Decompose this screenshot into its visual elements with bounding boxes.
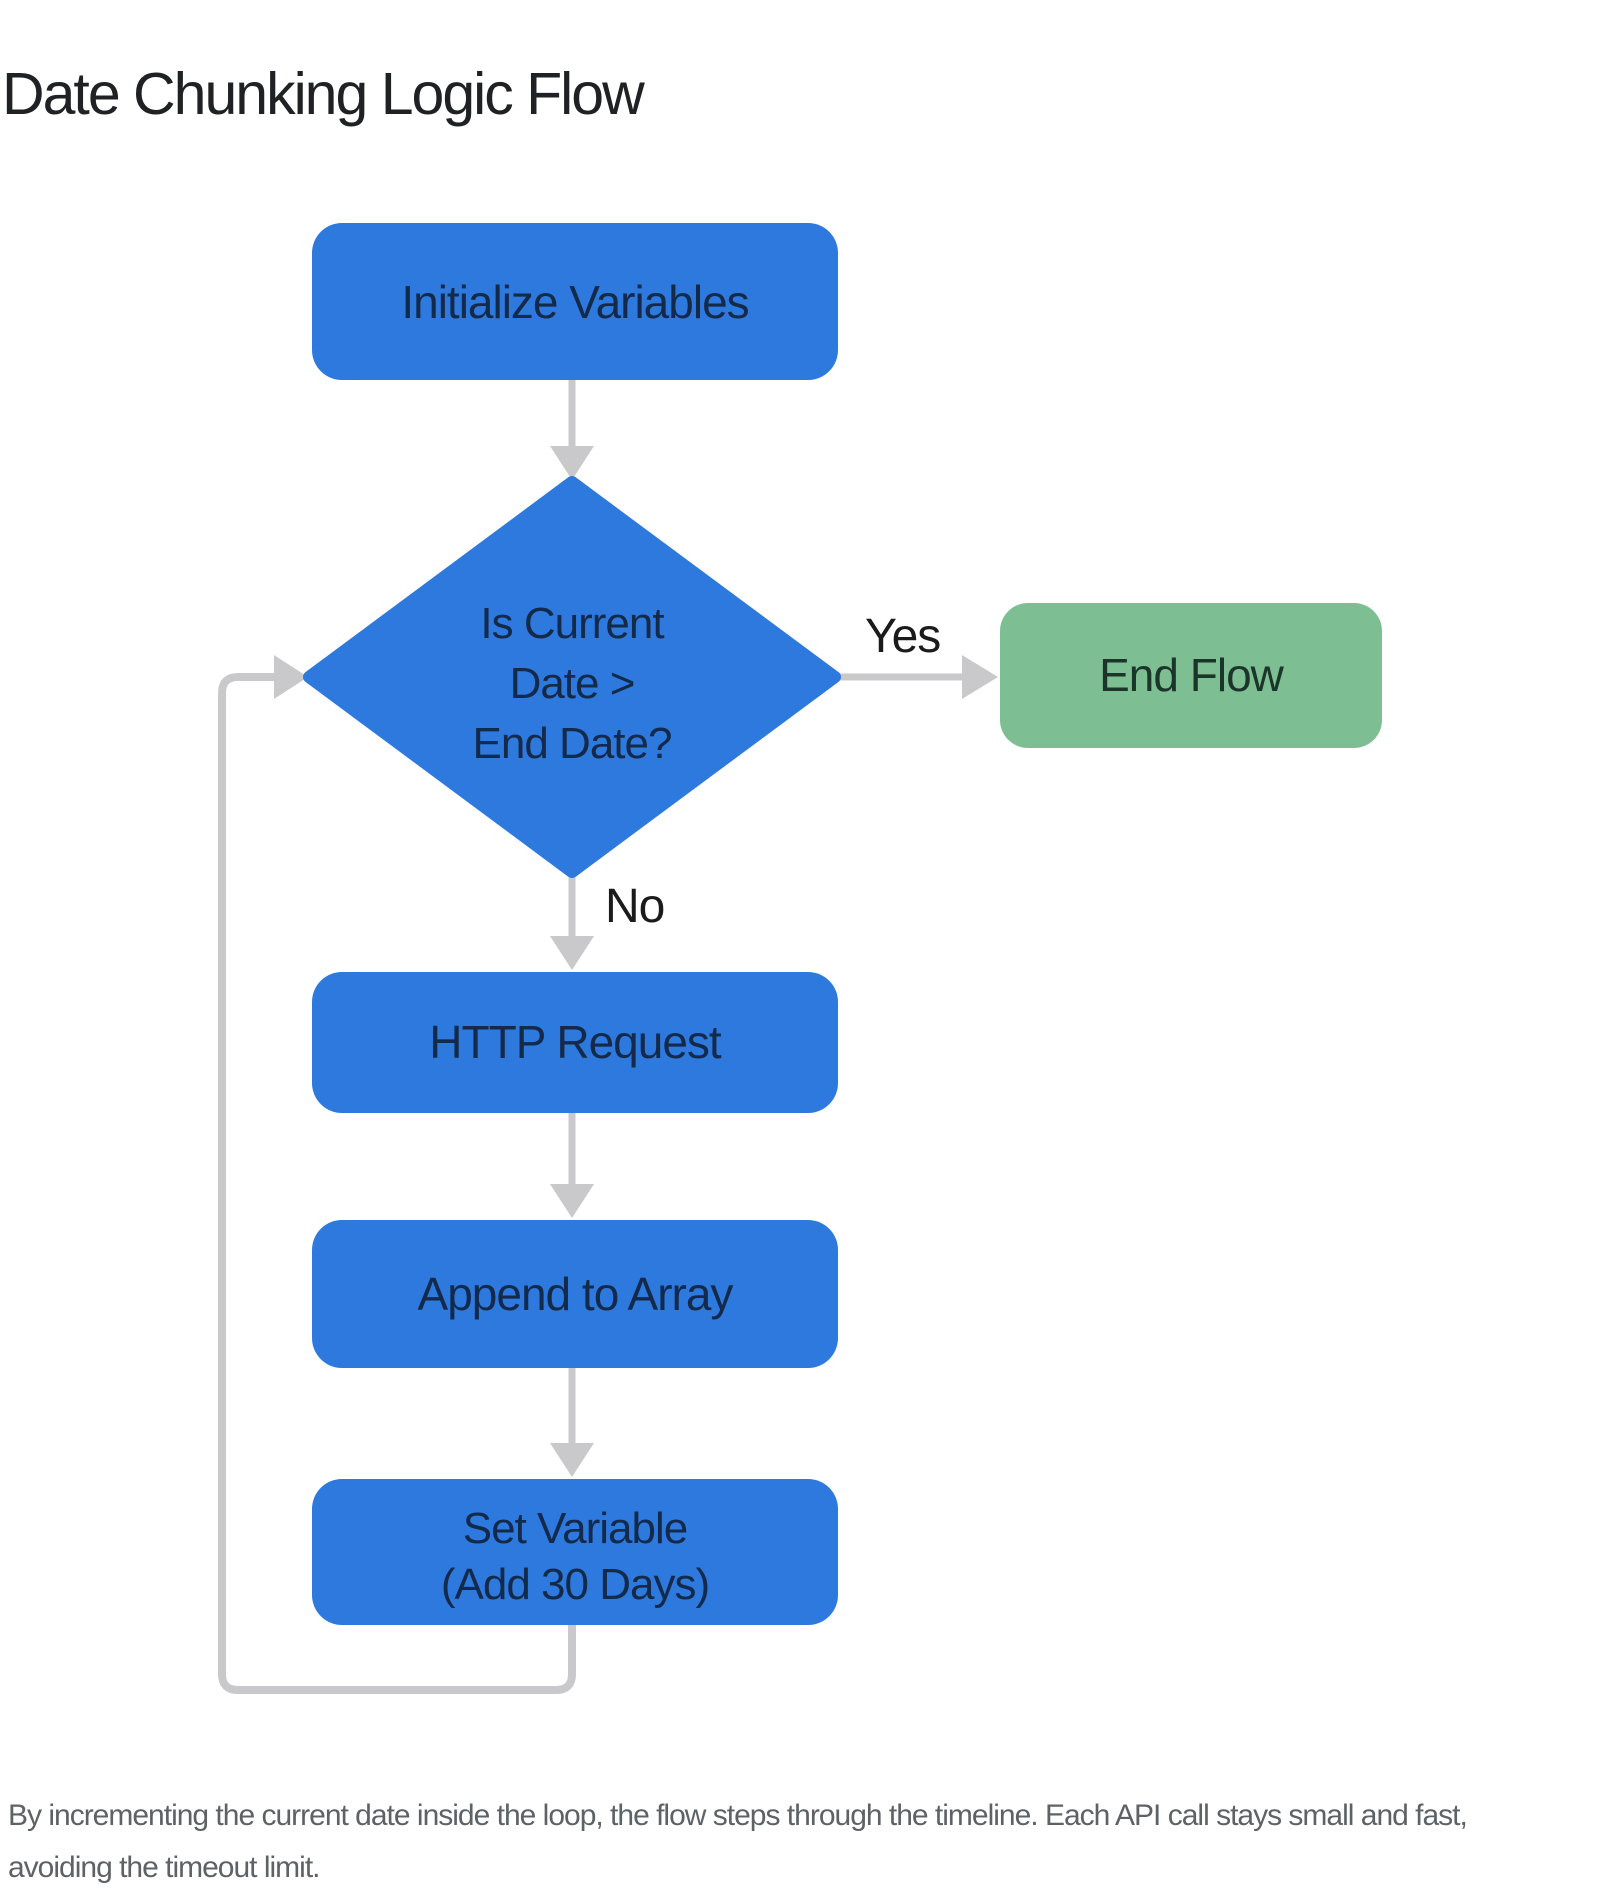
arrow-head-right-icon (962, 655, 998, 699)
node-set-variable: Set Variable (Add 30 Days) (312, 1479, 838, 1625)
node-append-to-array-label: Append to Array (418, 1268, 734, 1320)
node-set-variable-line2: (Add 30 Days) (441, 1560, 709, 1609)
edge-decision-to-http (550, 872, 594, 970)
node-initialize-label: Initialize Variables (401, 276, 748, 328)
arrow-head-down-icon (550, 936, 594, 970)
figure-caption: By incrementing the current date inside … (8, 1790, 1598, 1894)
caption-line-1: By incrementing the current date inside … (8, 1799, 1468, 1832)
edge-label-no: No (605, 880, 664, 933)
node-set-variable-line1: Set Variable (463, 1504, 687, 1553)
edge-http-to-append (550, 1113, 594, 1218)
node-end-flow-label: End Flow (1099, 649, 1285, 701)
arrow-head-down-icon (550, 446, 594, 480)
node-end-flow: End Flow (1000, 603, 1382, 748)
node-http-request-label: HTTP Request (429, 1016, 722, 1068)
decision-label-line2: Date > (510, 659, 635, 708)
edge-initialize-to-decision (550, 380, 594, 480)
caption-line-2: avoiding the timeout limit. (8, 1851, 321, 1884)
edge-label-yes: Yes (865, 610, 940, 663)
node-append-to-array: Append to Array (312, 1220, 838, 1368)
page-title: Date Chunking Logic Flow (2, 61, 645, 127)
edge-loop-setvar-to-decision (218, 655, 576, 1694)
node-initialize-variables: Initialize Variables (312, 223, 838, 380)
edge-decision-to-end (836, 655, 998, 699)
arrow-head-down-icon (550, 1443, 594, 1477)
node-decision-diamond: Is Current Date > End Date? (303, 476, 841, 878)
arrow-head-right-icon (274, 655, 308, 699)
node-http-request: HTTP Request (312, 972, 838, 1113)
decision-label-line3: End Date? (473, 719, 672, 768)
edge-append-to-setvar (550, 1368, 594, 1477)
decision-label-line1: Is Current (480, 599, 664, 648)
arrow-head-down-icon (550, 1184, 594, 1218)
